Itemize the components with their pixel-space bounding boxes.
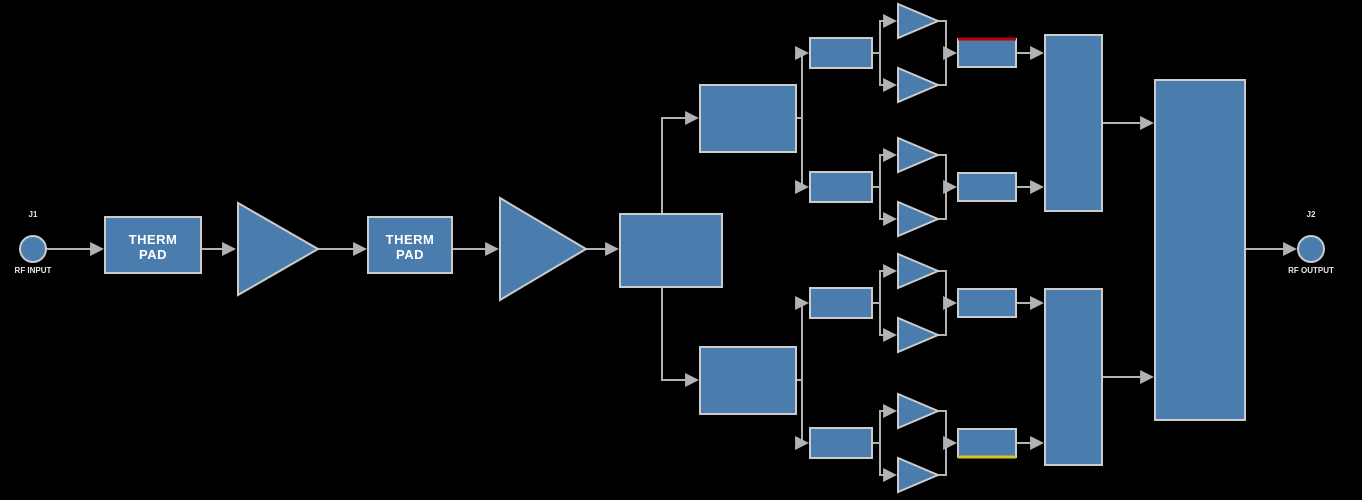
wire-amps-to-pad-h [938, 410, 958, 450]
wire-pad-a-to-amp-upper [872, 14, 898, 54]
wire-splitterbottom-to-pad-c [795, 296, 810, 381]
final-combiner-block [1154, 79, 1246, 421]
amplifier-c2-icon [897, 316, 941, 354]
branch-pad-b-block [809, 171, 873, 203]
wire-splittertop-to-pad-a [795, 46, 810, 119]
wire-splitterbottom-to-pad-d [795, 379, 810, 450]
splitter-bottom-block [699, 346, 797, 415]
combine-pad-e-block [957, 38, 1017, 68]
combiner-top-block [1044, 34, 1103, 212]
therm-pad-1-label-line2: PAD [139, 247, 167, 262]
rf-output-label: RF OUTPUT [1288, 266, 1334, 275]
main-splitter-block [619, 213, 723, 288]
wire-merge-c [938, 303, 947, 336]
combine-pad-h-block [957, 428, 1017, 458]
splitter-top-block [699, 84, 797, 153]
output-port-label: J2 [1307, 210, 1316, 219]
amplifier-b2-icon [897, 200, 941, 238]
amplifier-1-icon [237, 201, 321, 297]
rf-input-port [19, 235, 47, 263]
wire-merge-b [938, 187, 947, 220]
wire-splitter-to-splitter-bottom [661, 287, 700, 387]
combiner-bottom-block [1044, 288, 1103, 466]
wire-splitter-to-splitter-top [661, 111, 700, 214]
therm-pad-2-label-line1: THERM [386, 232, 435, 247]
wire-pad-a-to-amp-lower [872, 52, 898, 92]
wire-pad-d-to-amp-upper [872, 404, 898, 444]
wire-amps-to-pad-g [938, 270, 958, 310]
amplifier-a1-icon [897, 2, 941, 40]
wire-merge-a [938, 53, 947, 86]
rf-input-label: RF INPUT [15, 266, 52, 275]
wire-pad-b-to-amp-upper [872, 148, 898, 188]
wire-pad-c-to-amp-lower [872, 302, 898, 342]
rf-output-port [1297, 235, 1325, 263]
therm-pad-1-block [104, 216, 202, 274]
amplifier-b1-icon [897, 136, 941, 174]
wire-splittertop-to-pad-b [795, 117, 810, 194]
amplifier-2-icon [499, 196, 588, 302]
wire-pad-d-to-amp-lower [872, 442, 898, 482]
combine-pad-g-block [957, 288, 1017, 318]
therm-pad-2-block [367, 216, 453, 274]
wire-amps-to-pad-f [938, 154, 958, 194]
input-port-label: J1 [29, 210, 38, 219]
wire-amps-to-pad-e [938, 20, 958, 60]
therm-pad-2-label-line2: PAD [396, 247, 424, 262]
amplifier-d1-icon [897, 392, 941, 430]
therm-pad-1-label-line1: THERM [129, 232, 178, 247]
amplifier-d2-icon [897, 456, 941, 494]
branch-pad-c-block [809, 287, 873, 319]
wire-pad-b-to-amp-lower [872, 186, 898, 226]
wire-merge-d [938, 443, 947, 476]
combine-pad-f-block [957, 172, 1017, 202]
amplifier-a2-icon [897, 66, 941, 104]
wire-pad-c-to-amp-upper [872, 264, 898, 304]
amplifier-c1-icon [897, 252, 941, 290]
branch-pad-d-block [809, 427, 873, 459]
branch-pad-a-block [809, 37, 873, 69]
